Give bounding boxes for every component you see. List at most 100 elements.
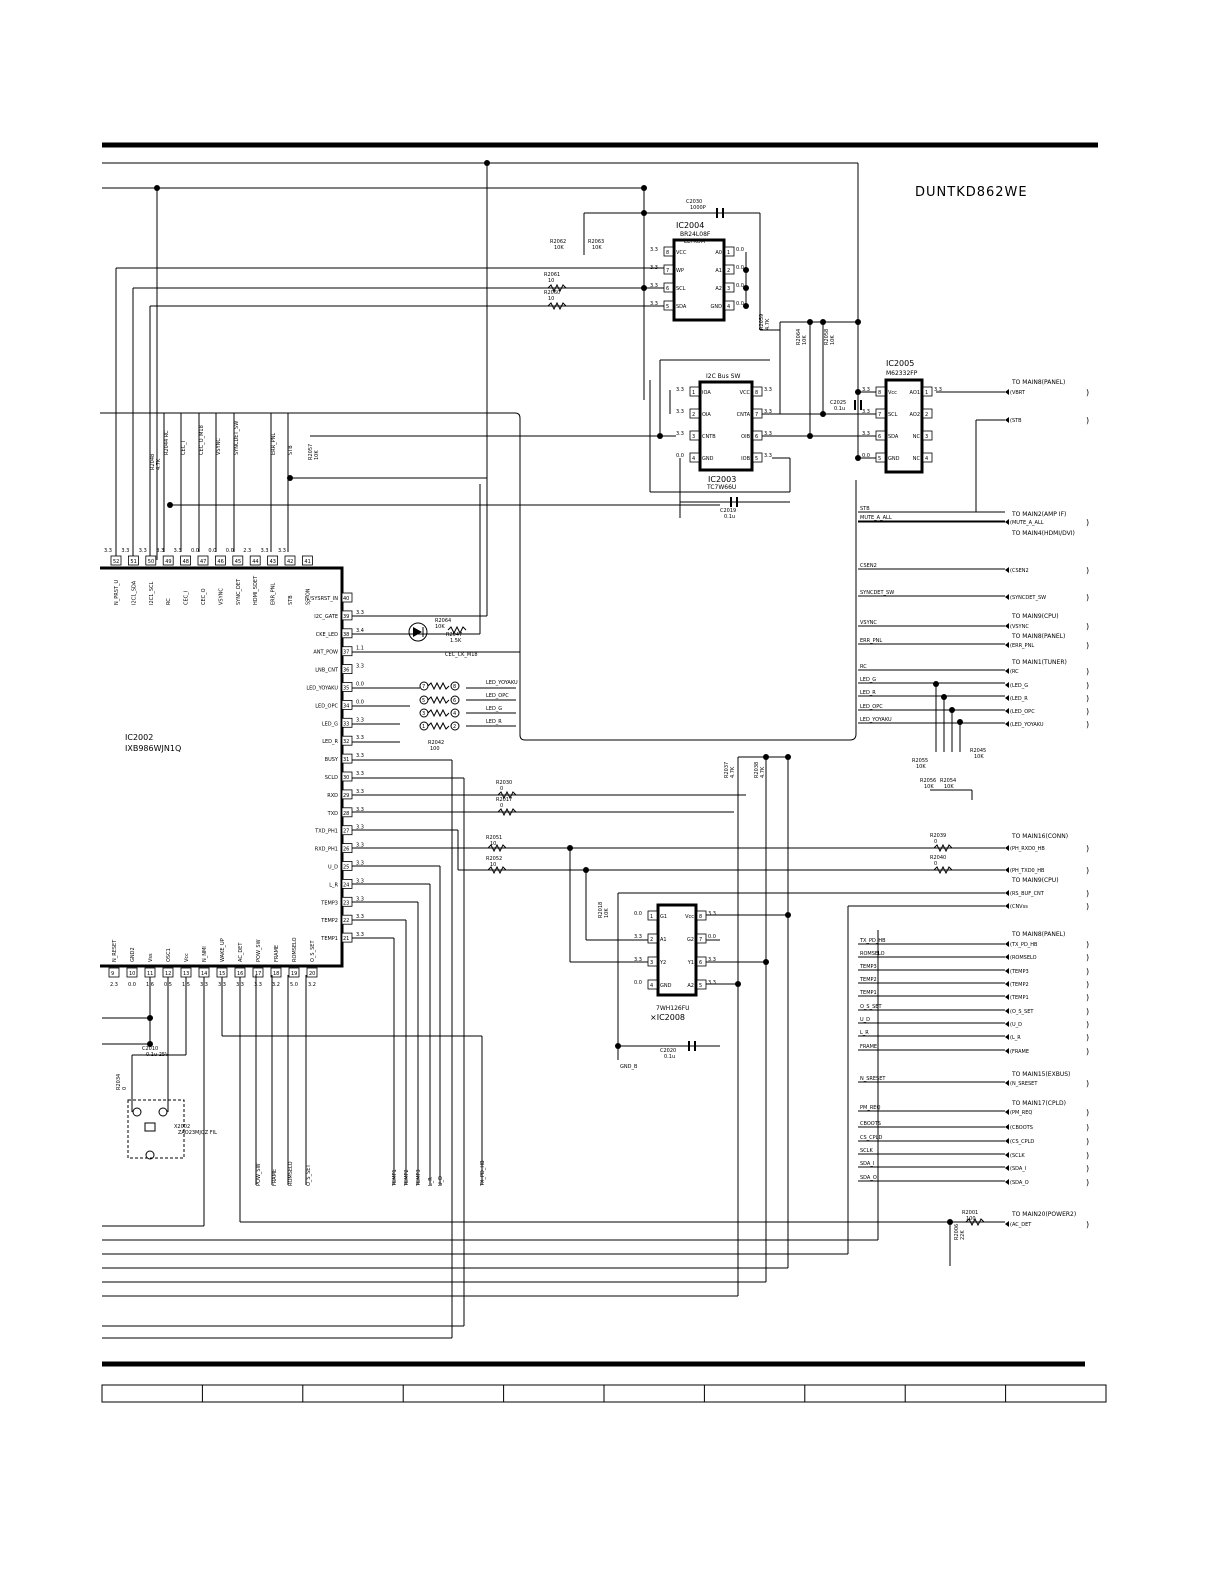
pin-voltage: 3.3 bbox=[356, 610, 364, 616]
connector-pin-label: (AC_DET bbox=[1010, 1222, 1032, 1228]
connector-net-label: TEMP3 bbox=[859, 964, 877, 970]
component-value: 0 bbox=[500, 803, 503, 809]
connector-pin-label: (SDA_I bbox=[1010, 1166, 1026, 1172]
connector-pin-label: (LED_R bbox=[1010, 696, 1028, 702]
connector-net-label: LED_YOYAKU bbox=[860, 717, 892, 723]
led-net-label: LED_G bbox=[486, 706, 502, 712]
pin-box bbox=[922, 386, 933, 397]
pin-voltage: 3.3 bbox=[764, 409, 772, 415]
led-net-label: LED_YOYAKU bbox=[486, 680, 518, 686]
connector-pin-label: (PH_RXD0_HB bbox=[1010, 846, 1045, 852]
pin-number: 1 bbox=[925, 390, 928, 396]
connector-bracket: ) bbox=[1086, 1079, 1089, 1088]
connector-net-label: VSYNC bbox=[860, 620, 877, 626]
pin-number: 17 bbox=[255, 971, 261, 977]
pin-box bbox=[198, 967, 210, 978]
connector-arrow bbox=[1005, 594, 1009, 600]
connector-bracket: ) bbox=[1086, 844, 1089, 853]
connector-bracket: ) bbox=[1086, 1178, 1089, 1187]
connector-net-label: LED_OPC bbox=[860, 704, 883, 710]
connector-net-label: ERR_PNL bbox=[860, 638, 882, 644]
component-ref: C2020 bbox=[660, 1048, 676, 1054]
pin-number: 49 bbox=[165, 559, 171, 565]
pin-box bbox=[180, 555, 192, 566]
pin-voltage: 3.3 bbox=[356, 789, 364, 795]
pin-name: RXD bbox=[327, 793, 338, 799]
connector-net-label: MUTE_A_ALL bbox=[860, 515, 892, 521]
net-label: ROMSELO bbox=[288, 1161, 294, 1186]
resistor-symbol bbox=[497, 807, 517, 817]
pin-voltage: 1.5 bbox=[182, 982, 190, 988]
pin-box bbox=[752, 430, 763, 441]
connector-pin-label: (N_SRESET bbox=[1010, 1081, 1038, 1087]
component-value: 10 bbox=[490, 862, 496, 868]
connector-arrow bbox=[1005, 890, 1009, 896]
pin-voltage: 3.2 bbox=[272, 982, 280, 988]
pin-box bbox=[647, 979, 658, 990]
pin-number: 27 bbox=[343, 829, 349, 835]
pin-box bbox=[197, 555, 209, 566]
pin-number: 3 bbox=[727, 286, 730, 292]
net-label: SYNCDET_SW bbox=[234, 421, 240, 455]
pin-voltage: 0.0 bbox=[862, 453, 870, 459]
resistor-symbol bbox=[487, 843, 507, 853]
component-value: 0.1u bbox=[724, 514, 735, 520]
array-pin-number: 3 bbox=[422, 711, 425, 717]
pin-box bbox=[162, 555, 174, 566]
net-label: VSYNC bbox=[216, 438, 222, 455]
connector-pin-label: (SDA_O bbox=[1010, 1180, 1029, 1186]
component-value: 0.1u 25V bbox=[146, 1052, 169, 1058]
pin-voltage: 3.3 bbox=[650, 247, 658, 253]
pin-voltage: 1.6 bbox=[146, 982, 154, 988]
pin-number: 20 bbox=[309, 971, 315, 977]
pin-number: 12 bbox=[165, 971, 171, 977]
pin-number: 8 bbox=[755, 390, 758, 396]
component-ref: R2037 bbox=[724, 762, 730, 778]
connector-arrow bbox=[1005, 867, 1009, 873]
connector-arrow bbox=[1005, 981, 1009, 987]
pin-name: N_RESET bbox=[112, 939, 118, 962]
pin-voltage: 0.0 bbox=[634, 980, 642, 986]
pin-box bbox=[663, 300, 674, 311]
net-label: POW_SW bbox=[256, 1163, 262, 1186]
pin-name: U_D bbox=[328, 865, 338, 871]
ic2003-part: TC7W66U bbox=[706, 484, 736, 491]
pin-voltage: 3.3 bbox=[356, 753, 364, 759]
array-pin-number: 8 bbox=[453, 684, 456, 690]
array-resistor bbox=[427, 681, 450, 691]
pin-number: 47 bbox=[200, 559, 206, 565]
pin-name: GND bbox=[702, 456, 714, 462]
component-value: 10K bbox=[924, 784, 934, 790]
pin-name: CKE_LED bbox=[316, 632, 338, 638]
connector-bracket: ) bbox=[1086, 1151, 1089, 1160]
connector-net-label: PM_REQ bbox=[860, 1105, 880, 1111]
pin-voltage: 3.3 bbox=[708, 957, 716, 963]
connector-arrow bbox=[1005, 1165, 1009, 1171]
pin-name: AO2 bbox=[910, 412, 920, 418]
pin-voltage: 2.3 bbox=[243, 548, 251, 554]
pin-box bbox=[145, 555, 157, 566]
resistor-symbol bbox=[547, 283, 567, 293]
component-value: 10K bbox=[944, 784, 954, 790]
pin-name: LED_G bbox=[322, 721, 338, 727]
pin-voltage: 3.3 bbox=[356, 843, 364, 849]
connector-bracket: ) bbox=[1086, 1047, 1089, 1056]
pin-name: G1 bbox=[660, 914, 667, 920]
connector-arrow bbox=[1005, 682, 1009, 688]
pin-voltage: 0.0 bbox=[208, 548, 216, 554]
net-label: TEMP2 bbox=[404, 1169, 410, 1187]
pin-name: SDA bbox=[676, 304, 687, 310]
component-value: 10K bbox=[974, 754, 984, 760]
net-label: TX_PD_HB bbox=[480, 1160, 486, 1187]
ic2005-part: M62332FP bbox=[886, 370, 918, 377]
component-ref: R2038 bbox=[754, 762, 760, 778]
pin-voltage: 0.0 bbox=[736, 247, 744, 253]
connector-net-label: RC bbox=[860, 664, 867, 670]
pin-voltage: 3.3 bbox=[104, 548, 112, 554]
pin-name: WP bbox=[676, 268, 684, 274]
pin-box bbox=[341, 628, 353, 639]
connector-bracket: ) bbox=[1086, 1033, 1089, 1042]
pin-number: 51 bbox=[130, 559, 136, 565]
pin-number: 16 bbox=[237, 971, 243, 977]
